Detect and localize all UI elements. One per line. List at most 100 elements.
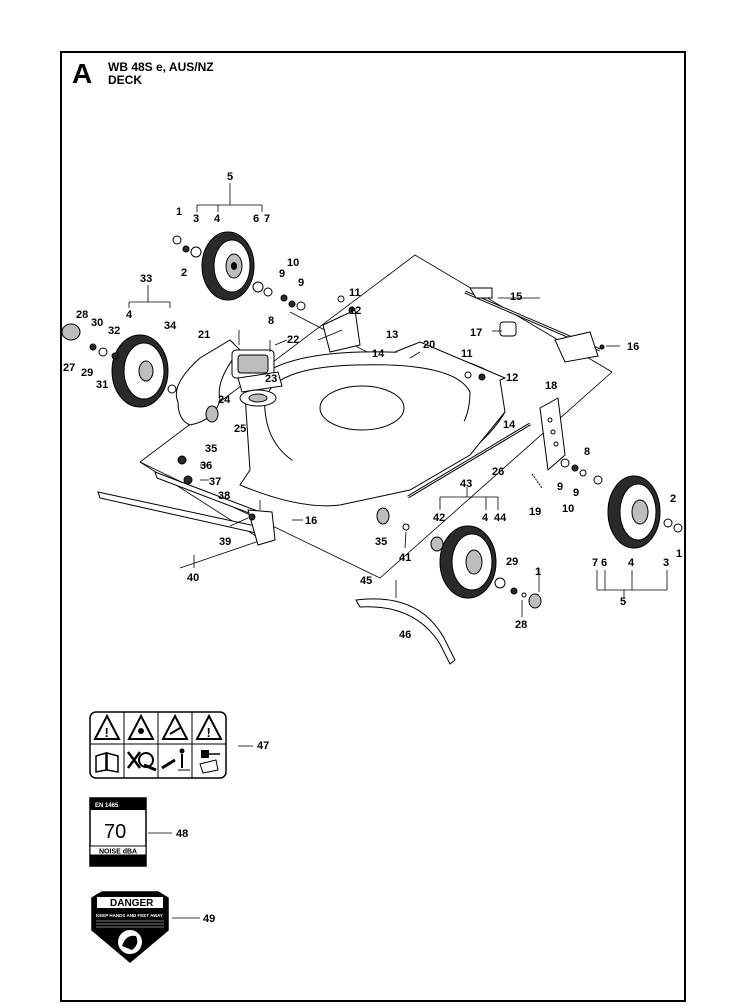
drive-unit <box>175 330 283 426</box>
callout-4-mid: 4 <box>482 512 489 524</box>
callout-26: 26 <box>492 466 504 478</box>
callout-9-top-b: 9 <box>298 277 304 289</box>
callout-49: 49 <box>203 913 215 925</box>
hand-blade-hazard-icon <box>118 930 142 954</box>
callout-24: 24 <box>218 394 231 406</box>
callout-46: 46 <box>399 629 411 641</box>
callout-27: 27 <box>63 362 75 374</box>
callout-30: 30 <box>91 317 103 329</box>
callout-40: 40 <box>187 572 199 584</box>
callout-6-right: 6 <box>601 557 607 569</box>
callout-29-left: 29 <box>81 367 93 379</box>
wheel-rear-right <box>607 475 661 549</box>
cutting-blade <box>355 580 456 665</box>
callout-38: 38 <box>218 490 230 502</box>
callout-6-top: 6 <box>253 213 259 225</box>
callout-8-right: 8 <box>584 446 590 458</box>
rear-axle-assembly <box>464 287 605 363</box>
callout-39: 39 <box>219 536 231 548</box>
callout-36: 36 <box>200 460 212 472</box>
diagram-frame <box>60 51 686 1002</box>
callout-5-bottom: 5 <box>620 596 626 608</box>
callout-10-top: 10 <box>287 257 299 269</box>
callout-4-right: 4 <box>628 557 635 569</box>
callout-37: 37 <box>209 476 221 488</box>
unplug-before-service-icon <box>199 750 220 774</box>
warning-triangle-icon: ! <box>93 713 121 740</box>
callout-33: 33 <box>140 273 152 285</box>
wheel-rear-left <box>201 231 255 301</box>
callout-4-left: 4 <box>126 309 133 321</box>
callout-1-mid: 1 <box>535 566 541 578</box>
callout-17: 17 <box>470 327 482 339</box>
callout-7-right: 7 <box>592 557 598 569</box>
callout-2-top: 2 <box>181 267 187 279</box>
callout-9-right-a: 9 <box>557 481 563 493</box>
danger-heading: DANGER <box>110 898 154 909</box>
callout-3-top: 3 <box>193 213 199 225</box>
noise-standard: EN 1465 <box>95 803 119 809</box>
callout-41: 41 <box>399 552 411 564</box>
callout-14-top: 14 <box>372 348 385 360</box>
wheel-front-right <box>439 525 497 599</box>
diagram-title: WB 48S e, AUS/NZ DECK <box>108 61 214 87</box>
callout-12-mid: 12 <box>506 372 518 384</box>
callout-8-top: 8 <box>268 315 274 327</box>
small-hardware <box>61 235 683 609</box>
callout-9-top-a: 9 <box>279 268 285 280</box>
svg-text:!: ! <box>207 725 211 740</box>
noise-unit: NOISE dBA <box>99 849 137 856</box>
callout-35-mid: 35 <box>375 536 387 548</box>
callout-7-top: 7 <box>264 213 270 225</box>
callout-2-right: 2 <box>670 493 676 505</box>
electric-hazard-icon: ! <box>195 713 223 740</box>
callout-11-top: 11 <box>349 287 361 299</box>
callout-15: 15 <box>510 291 522 303</box>
height-adjust-lever <box>97 455 276 546</box>
svg-text:!: ! <box>105 725 109 740</box>
noise-value: 70 <box>104 821 126 843</box>
callout-1-right: 1 <box>676 548 682 560</box>
model-line: WB 48S e, AUS/NZ <box>108 60 214 74</box>
callout-31: 31 <box>96 379 108 391</box>
callout-20: 20 <box>423 339 435 351</box>
callout-48: 48 <box>176 828 188 840</box>
callout-28-left: 28 <box>76 309 88 321</box>
callout-29-mid: 29 <box>506 556 518 568</box>
wheel-front-left <box>111 334 169 408</box>
callout-numbers: 5 1 3 4 6 7 2 10 9 9 8 33 28 30 4 32 34 … <box>63 171 682 925</box>
rotating-blade-icon <box>127 751 157 772</box>
callout-32: 32 <box>108 325 120 337</box>
callout-34: 34 <box>164 320 177 332</box>
callout-10-right: 10 <box>562 503 574 515</box>
section-letter: A <box>72 58 93 89</box>
danger-decal: DANGER KEEP HANDS AND FEET AWAY <box>91 891 169 963</box>
axle-bushing-17 <box>499 321 517 337</box>
callout-45: 45 <box>360 575 372 587</box>
callout-44: 44 <box>494 512 507 524</box>
callout-19: 19 <box>529 506 541 518</box>
mower-deck <box>239 341 507 507</box>
callout-18: 18 <box>545 380 557 392</box>
callout-3-right: 3 <box>663 557 669 569</box>
callout-21: 21 <box>198 329 210 341</box>
callout-16-left: 16 <box>305 515 317 527</box>
hazard-triangle-icon <box>127 713 155 740</box>
callout-16-right: 16 <box>627 341 639 353</box>
callout-23: 23 <box>265 373 277 385</box>
callout-22: 22 <box>287 334 299 346</box>
callout-5-top: 5 <box>227 171 233 183</box>
callout-35-left: 35 <box>205 443 217 455</box>
callout-13: 13 <box>386 329 398 341</box>
callout-11-mid: 11 <box>461 348 473 360</box>
callout-12-top: 12 <box>349 305 361 317</box>
callout-43: 43 <box>460 478 472 490</box>
keep-bystanders-away-icon <box>161 748 190 771</box>
callout-28-mid: 28 <box>515 619 527 631</box>
callout-25: 25 <box>234 423 246 435</box>
callout-leaders <box>128 183 668 919</box>
group-name: DECK <box>108 73 143 87</box>
front-axle-assembly <box>407 397 566 499</box>
callout-1-top: 1 <box>176 206 182 218</box>
